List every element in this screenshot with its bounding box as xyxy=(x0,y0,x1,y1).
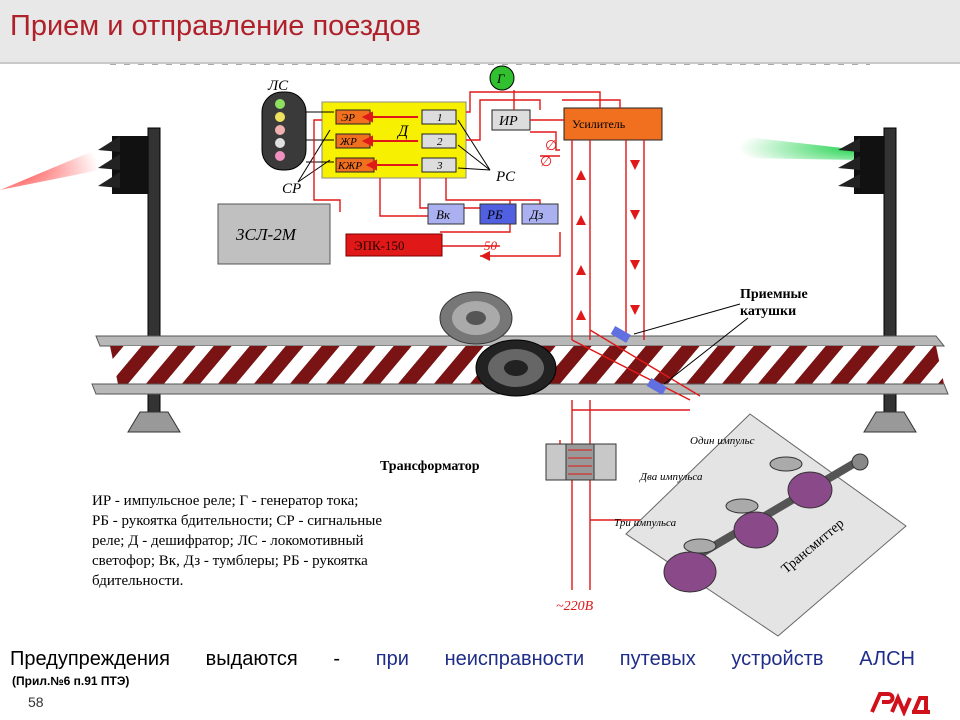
red-arrowheads xyxy=(480,160,640,320)
slide-header: Прием и отправление поездов xyxy=(0,0,960,64)
label-transformer: Трансформатор xyxy=(380,459,480,474)
label-two-impulses: Два импульса xyxy=(639,471,703,483)
page-number: 58 xyxy=(28,694,44,710)
transformer xyxy=(545,443,617,481)
label-kzhr: КЖР xyxy=(337,160,362,172)
label-er: ЭР xyxy=(341,112,355,124)
label-3: 3 xyxy=(436,160,443,172)
label-1: 1 xyxy=(437,112,443,124)
label-cr: СР xyxy=(282,181,301,197)
label-zhr: ЖР xyxy=(339,136,357,148)
page-title: Прием и отправление поездов xyxy=(10,10,421,42)
rb-handle xyxy=(479,203,517,225)
label-dz: Дз xyxy=(528,207,543,222)
red-wiring xyxy=(313,90,701,590)
dz-toggle xyxy=(521,203,559,225)
label-one-impulse: Один импульс xyxy=(690,435,755,447)
label-220v: ~220В xyxy=(556,599,594,614)
wheel-upper xyxy=(439,291,513,345)
label-vk: Вк xyxy=(436,207,451,222)
label-g: Г xyxy=(496,71,505,86)
label-minus-b: ∅ xyxy=(540,153,552,169)
diagram-legend: ИР - импульсное реле; Г - генератор тока… xyxy=(92,493,382,589)
coil-pointers xyxy=(633,303,749,385)
receiver-coil-1 xyxy=(610,326,631,343)
generator xyxy=(489,65,515,91)
legend-line-2: РБ - рукоятка бдительности; СР - сигналь… xyxy=(92,513,382,529)
locomotive-signal xyxy=(261,91,307,171)
warning-prefix: Предупреждения выдаются - xyxy=(10,648,376,670)
reference-note: (Прил.№6 п.91 ПТЭ) xyxy=(12,674,130,688)
label-three-impulses: Три импульса xyxy=(614,517,677,529)
decoder-arrows xyxy=(361,111,418,171)
legend-line-1: ИР - импульсное реле; Г - генератор тока… xyxy=(92,493,358,509)
label-minus-a: ∅ xyxy=(545,137,557,153)
warning-highlight: при неисправности путевых устройств АЛСН xyxy=(375,648,915,670)
label-ls: ЛС xyxy=(267,78,289,94)
label-2: 2 xyxy=(437,136,443,148)
amplifier xyxy=(563,107,663,141)
label-ir: ИР xyxy=(498,114,518,129)
label-coils-2: катушки xyxy=(740,304,796,319)
receiver-coil-2 xyxy=(646,378,667,395)
label-epk: ЭПК-150 xyxy=(354,238,404,253)
legend-line-4: светофор; Вк, Дз - тумблеры; РБ - рукоят… xyxy=(92,553,368,569)
label-50: 50 xyxy=(484,238,498,253)
alsn-diagram: ЛС ЭР ЖР КЖР Д 1 2 3 СР РС Г ИР Усилите xyxy=(0,64,949,637)
legend-line-3: реле; Д - дешифратор; ЛС - локомотивный xyxy=(92,533,364,549)
warning-text: Предупреждения выдаются - при неисправно… xyxy=(10,648,915,671)
label-coils-1: Приемные xyxy=(740,287,808,302)
wheel-lower xyxy=(475,339,557,397)
legend-line-5: бдительности. xyxy=(92,573,183,589)
zsl-box xyxy=(217,203,331,265)
label-zsl: 3СЛ-2М xyxy=(235,225,297,244)
label-amplifier: Усилитель xyxy=(572,117,626,131)
rzd-logo xyxy=(870,692,930,716)
label-rs: РС xyxy=(495,169,516,185)
label-rb: РБ xyxy=(486,207,503,222)
transmitter-panel xyxy=(625,413,907,637)
vk-toggle xyxy=(427,203,465,225)
epk-box xyxy=(345,233,443,257)
label-d: Д xyxy=(396,123,409,140)
